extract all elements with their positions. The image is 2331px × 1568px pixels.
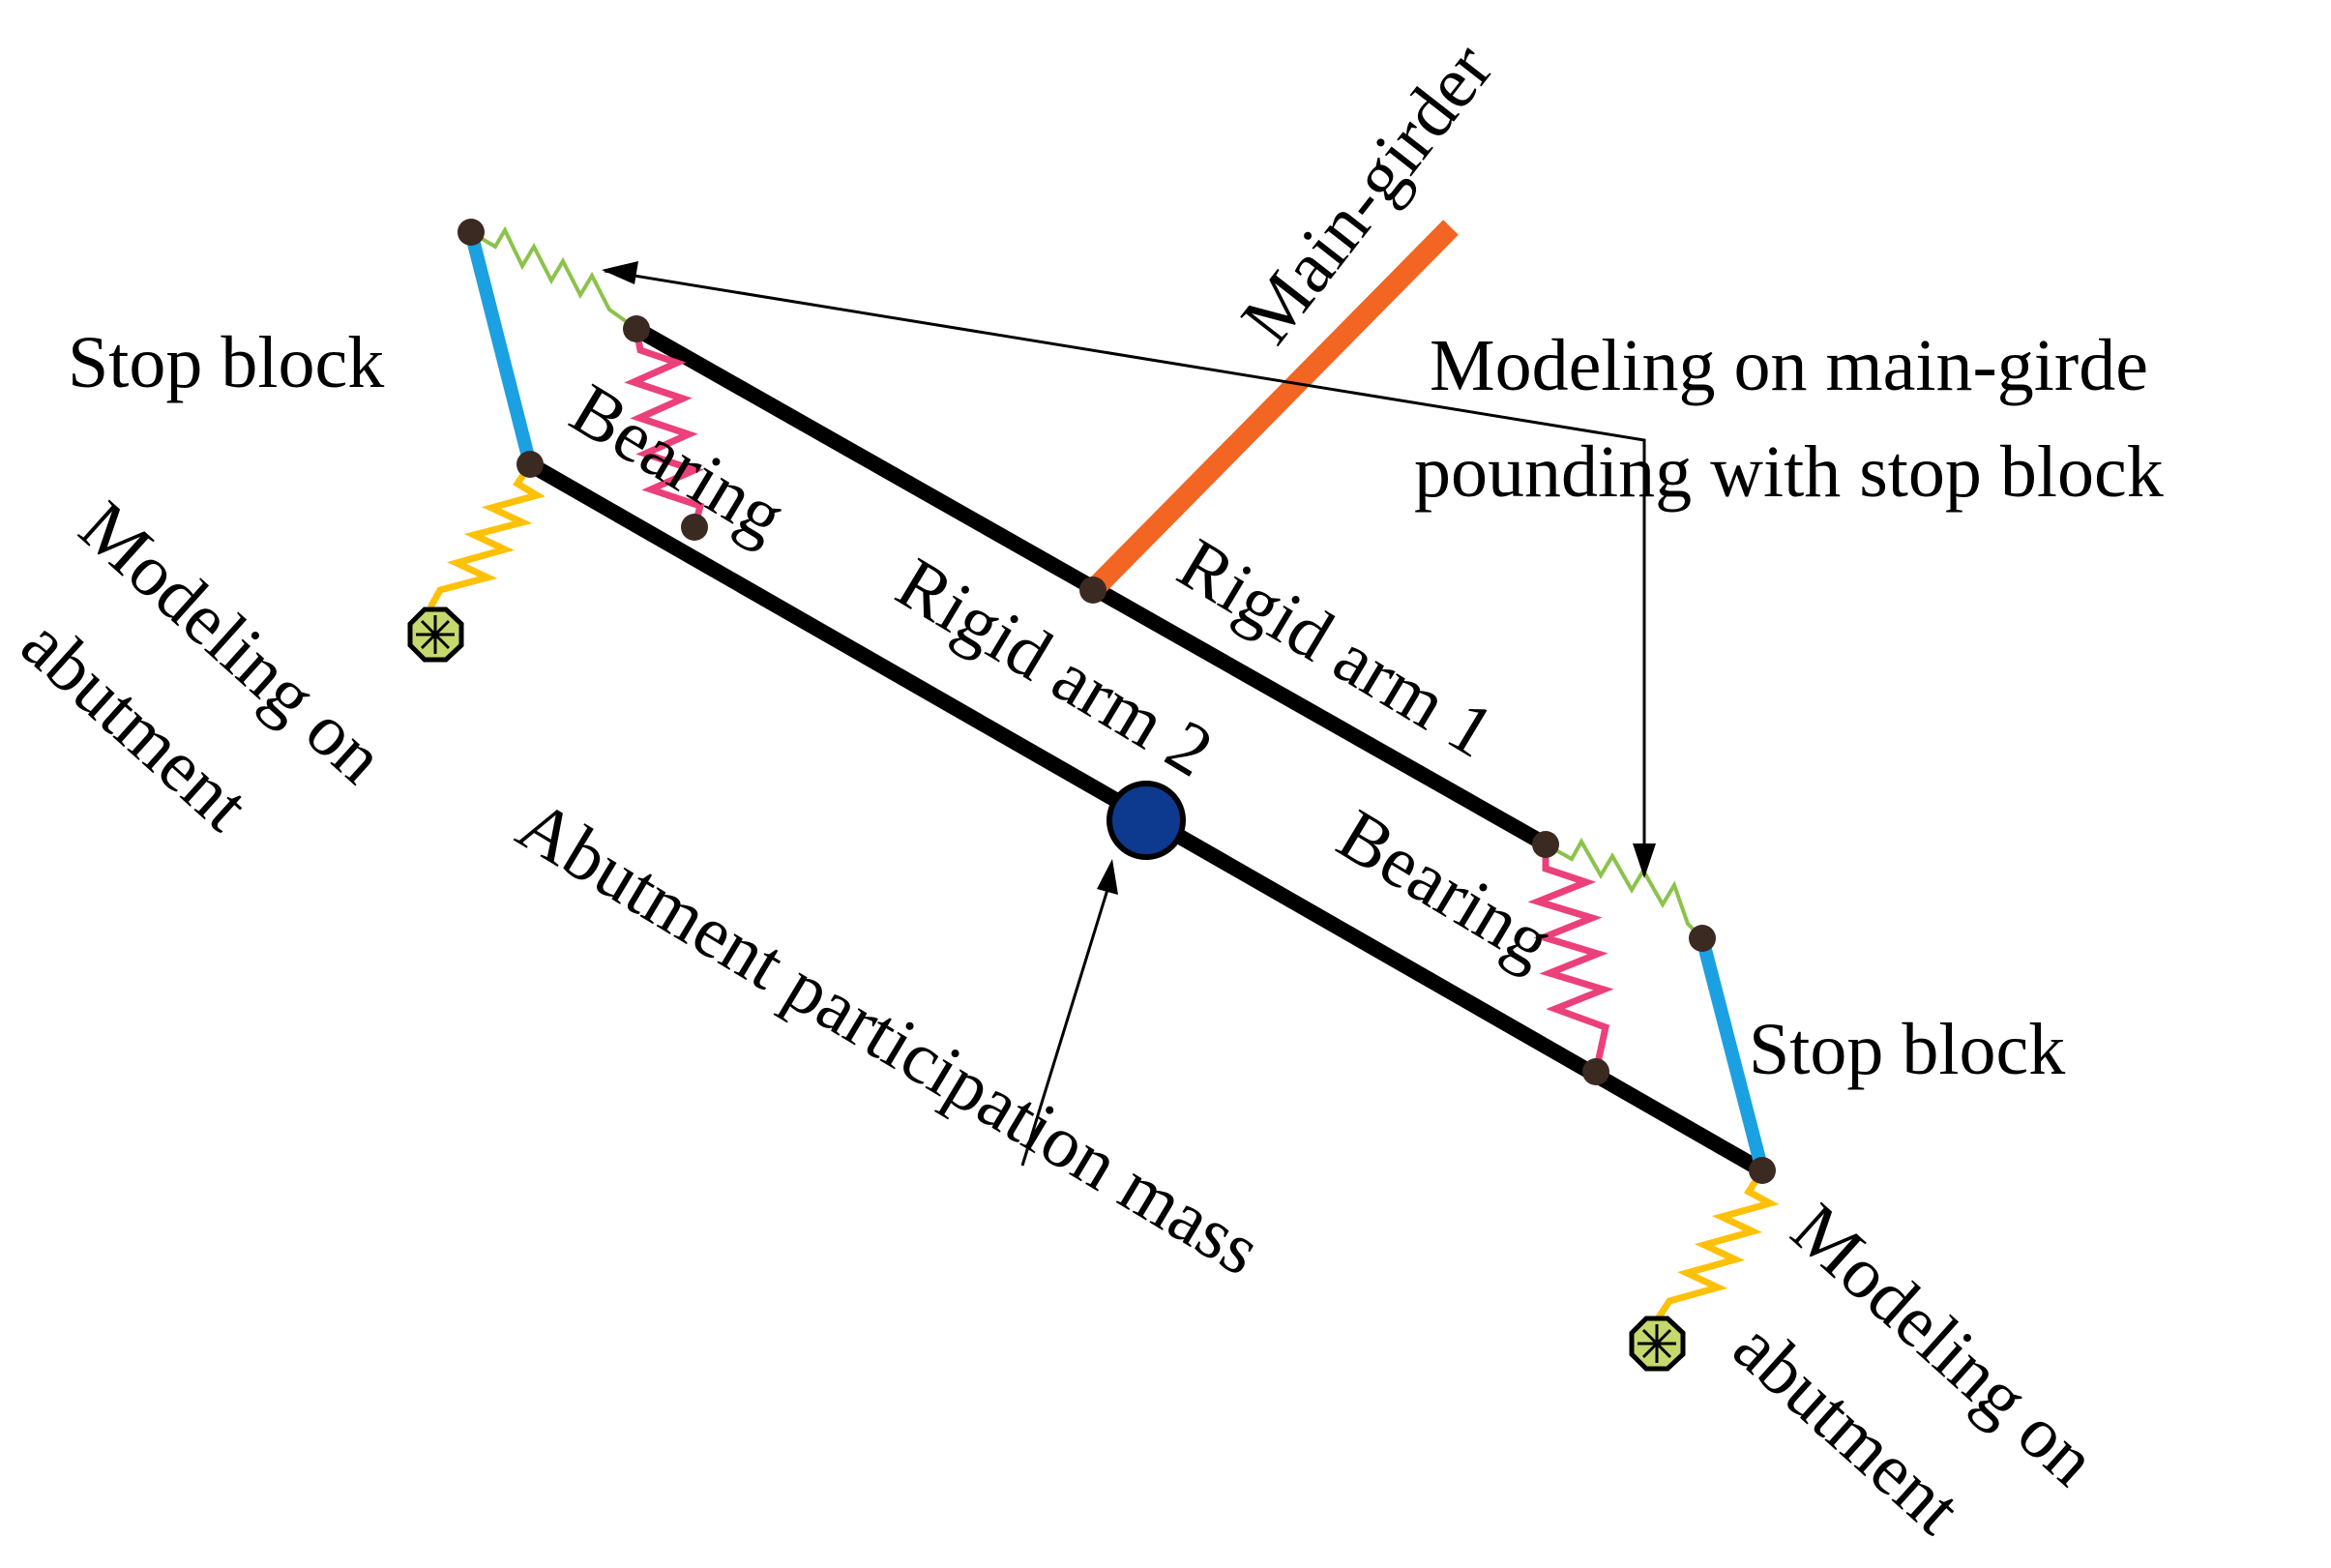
stop-block-left-line [464, 230, 537, 466]
abutment-fixity-right-icon [1629, 1316, 1686, 1372]
pounding-spring-right [1545, 837, 1704, 940]
pounding-label-line2: pounding with stop block [1414, 431, 2164, 513]
stop-block-left-label: Stop block [68, 322, 384, 403]
mass-arrowhead [1097, 859, 1118, 895]
pounding-arrowhead-down [1633, 843, 1656, 878]
pounding-label-line1: Modeling on main-girde [1430, 325, 2148, 406]
node-points [457, 219, 1776, 1184]
pounding-arrowhead-left [602, 261, 638, 284]
abutment-mass-node [1106, 781, 1186, 860]
bearing-spring-right [1527, 844, 1614, 1073]
bearing-spring-left [624, 328, 705, 528]
pounding-arrow [604, 269, 1646, 875]
abutment-fixity-left-icon [407, 606, 464, 663]
abutment-spring-right [1656, 1169, 1780, 1319]
abutment-spring-left [427, 462, 546, 609]
pounding-spring-left [469, 225, 638, 331]
abutment-mass-label: Abutment participation mass [504, 784, 1274, 1291]
mass-arrow [1020, 879, 1112, 1167]
stop-block-right-line [1696, 936, 1769, 1172]
main-girder-line [1085, 220, 1459, 598]
stop-block-right-label: Stop block [1749, 1009, 2065, 1090]
bearing-right-label: Bearing [1324, 794, 1565, 984]
